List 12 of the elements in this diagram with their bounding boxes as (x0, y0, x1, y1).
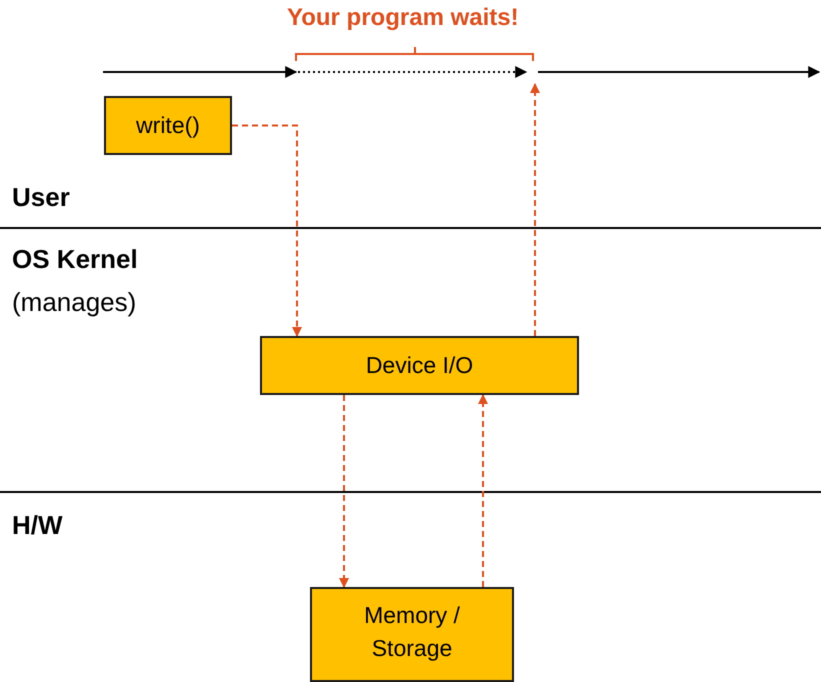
layer-label: OS Kernel (12, 244, 138, 275)
callout-text: Your program waits! (287, 4, 519, 32)
layer-label: H/W (12, 510, 63, 541)
arrow (478, 394, 488, 587)
arrow (232, 124, 302, 337)
layer-note: (manages) (12, 287, 136, 318)
process-box: write() (104, 96, 232, 155)
process-box: Memory / Storage (310, 587, 514, 682)
process-box: Device I/O (260, 336, 579, 395)
layer-label: User (12, 182, 70, 213)
arrow (339, 395, 349, 588)
arrow (530, 83, 540, 336)
